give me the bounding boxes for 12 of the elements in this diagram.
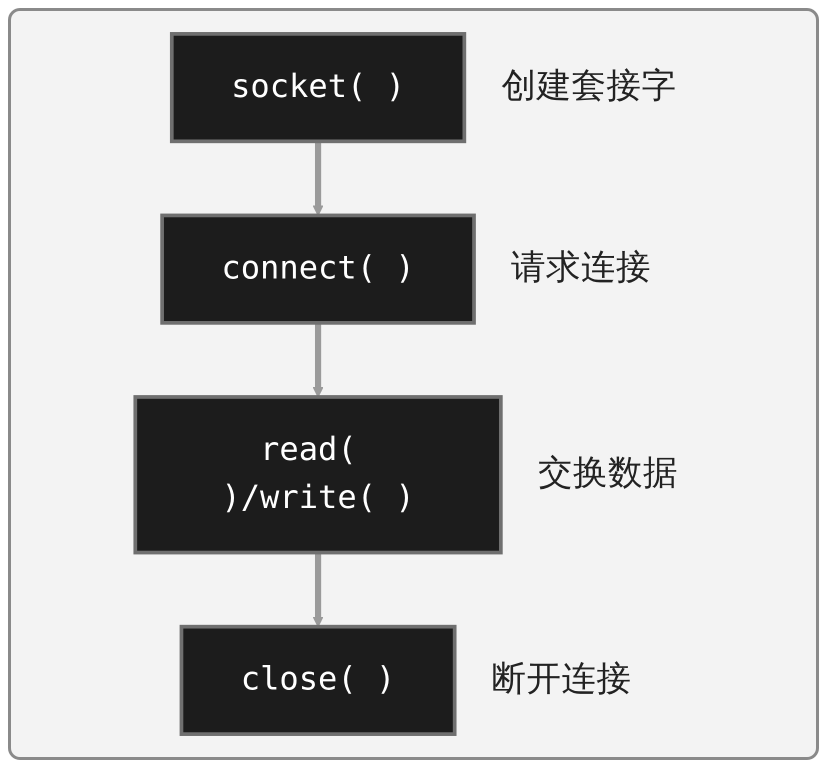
arrow <box>312 141 323 216</box>
node-box <box>169 32 466 144</box>
step-caption: 交换数据 <box>537 453 678 494</box>
node-box <box>160 214 476 325</box>
arrow <box>312 552 323 628</box>
step-caption: 创建套接字 <box>500 66 676 106</box>
step-caption: 请求连接 <box>510 248 651 288</box>
arrow <box>312 322 323 398</box>
node-box <box>132 395 502 554</box>
frame-background: socket( ) connect( ) read( )/write( ) close( ) 创建套接字 请求连接 交换数据 断开连接 <box>8 8 819 760</box>
node-box <box>179 624 456 736</box>
step-caption: 断开连接 <box>491 658 632 699</box>
